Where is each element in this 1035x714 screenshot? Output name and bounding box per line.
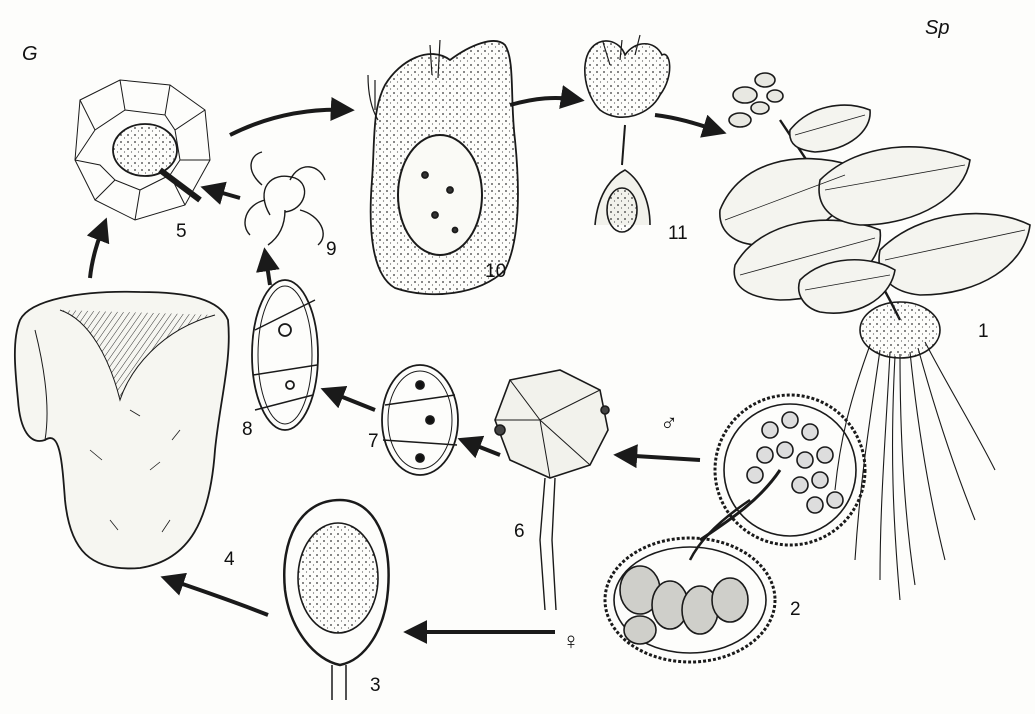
- young-sporophyte-embryo: [368, 40, 518, 294]
- archegonium-cell-net: [75, 80, 210, 220]
- stage-number-2: 2: [790, 600, 801, 619]
- stage-number-11: 11: [668, 224, 688, 243]
- arrow-7-to-8: [325, 390, 375, 410]
- arrow-10-to-11: [510, 98, 580, 105]
- plant-roots: [835, 342, 995, 600]
- plant-rhizome: [860, 302, 940, 358]
- gametophyte-label: G: [22, 44, 38, 64]
- antheridium-7: [382, 365, 458, 475]
- stage-number-10: 10: [485, 262, 506, 281]
- stage-number-7: 7: [368, 432, 379, 451]
- arrow-6-to-7: [462, 440, 500, 455]
- arrow-11-to-1: [655, 115, 722, 132]
- antheridium-8: [252, 280, 318, 430]
- stage-number-4: 4: [224, 550, 235, 569]
- arrow-8-to-9: [265, 252, 270, 285]
- stage-number-5: 5: [176, 222, 187, 241]
- plant-leaves: [720, 105, 1030, 313]
- microspore: [495, 370, 609, 610]
- young-sporophyte-plant: [585, 35, 670, 232]
- spermatozoid: [245, 152, 325, 245]
- stage-number-9: 9: [326, 240, 337, 259]
- arrow-4-to-5: [90, 222, 105, 278]
- arrow-5-to-10: [230, 110, 350, 135]
- female-gametophyte: [15, 292, 229, 569]
- arrow-3-to-4: [165, 578, 268, 615]
- plant-top-leaflets: [729, 73, 783, 127]
- female-symbol: ♀: [562, 630, 580, 654]
- megaspore: [284, 500, 388, 700]
- sporocarps: [605, 395, 865, 662]
- sporophyte-label: Sp: [925, 18, 949, 38]
- arrow-sporocarp-to-6: [618, 455, 700, 460]
- stage-number-1: 1: [978, 322, 989, 341]
- stage-number-8: 8: [242, 420, 253, 439]
- stage-number-3: 3: [370, 676, 381, 695]
- stage-number-6: 6: [514, 522, 525, 541]
- male-symbol: ♂: [660, 412, 678, 436]
- arrow-9-to-5: [205, 188, 240, 198]
- microsporangia: [747, 412, 843, 513]
- megasporangia: [620, 566, 748, 644]
